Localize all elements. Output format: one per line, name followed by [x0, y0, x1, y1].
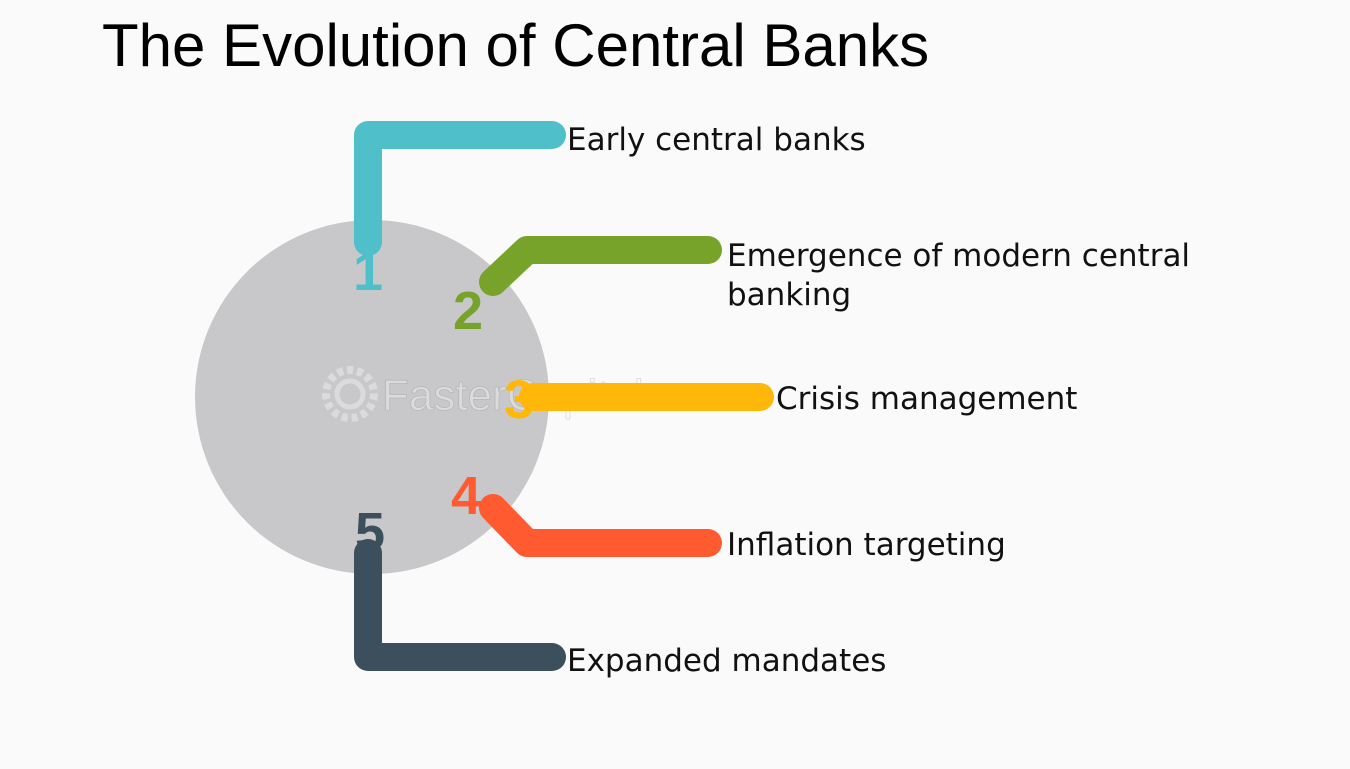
step-number-5: 5 — [355, 502, 385, 562]
connector-4 — [479, 494, 722, 557]
step-label-5: Expanded mandates — [567, 643, 887, 679]
connector-1 — [354, 121, 566, 256]
central-hub — [195, 220, 549, 574]
page-title: The Evolution of Central Banks — [102, 12, 930, 79]
step-label-3: Crisis management — [776, 381, 1078, 417]
gear-icon — [322, 366, 378, 422]
step-number-4: 4 — [451, 466, 481, 526]
step-label-4: Inflation targeting — [727, 527, 1006, 563]
step-number-2: 2 — [453, 281, 483, 341]
step-number-3: 3 — [504, 370, 534, 430]
connector-5 — [354, 539, 566, 671]
connector-2 — [479, 236, 722, 296]
step-label-1: Early central banks — [567, 122, 866, 158]
step-number-1: 1 — [353, 242, 383, 302]
step-label-2: Emergence of modern central banking — [727, 238, 1191, 313]
